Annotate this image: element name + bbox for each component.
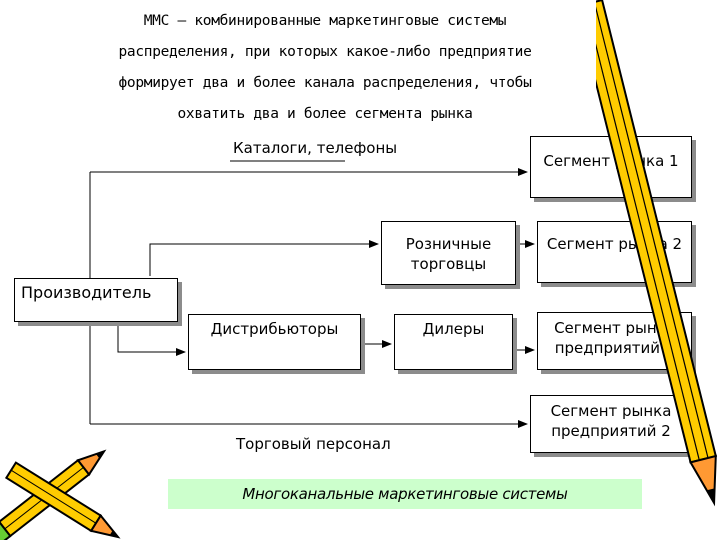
retailers-label-line1: Розничные: [405, 235, 492, 253]
title-line-4: охватить два и более сегмента рынка: [177, 106, 473, 122]
diagram-title: ММС – комбинированные маркетинговые сист…: [60, 6, 590, 130]
sales-staff-label: Торговый персонал: [236, 435, 391, 453]
segment-ent1-label-line1: Сегмент рынка: [554, 319, 675, 337]
segment-ent2-label-line2: предприятий 2: [551, 422, 671, 440]
segment1-label: Сегмент рынка 1: [543, 152, 679, 170]
producer-box: Производитель: [14, 278, 178, 322]
catalogs-label: Каталоги, телефоны: [233, 139, 398, 157]
segment-ent2-label-line1: Сегмент рынка: [550, 402, 672, 420]
distributors-label: Дистрибьюторы: [210, 320, 339, 338]
dealers-box: Дилеры: [394, 314, 513, 370]
retailers-box: Розничные торговцы: [381, 221, 516, 285]
title-line-3: формирует два и более канала распределен…: [118, 75, 532, 91]
footer-label: Многоканальные маркетинговые системы: [242, 485, 568, 503]
producer-label: Производитель: [21, 283, 152, 302]
retailers-label-line2: торговцы: [410, 255, 487, 273]
distributors-box: Дистрибьюторы: [188, 314, 361, 370]
footer-banner: Многоканальные маркетинговые системы: [168, 479, 642, 509]
title-line-1: ММС – комбинированные маркетинговые сист…: [143, 13, 507, 29]
title-line-2: распределения, при которых какое-либо пр…: [118, 44, 532, 60]
arrow-producer-distributors: [117, 322, 186, 356]
pencil-icon: [596, 0, 718, 507]
segment-ent1-label-line2: предприятий 1: [554, 339, 675, 357]
dealers-label: Дилеры: [422, 320, 485, 338]
pencils-icon: [0, 449, 121, 540]
arrow-producer-retailers: [149, 240, 379, 276]
